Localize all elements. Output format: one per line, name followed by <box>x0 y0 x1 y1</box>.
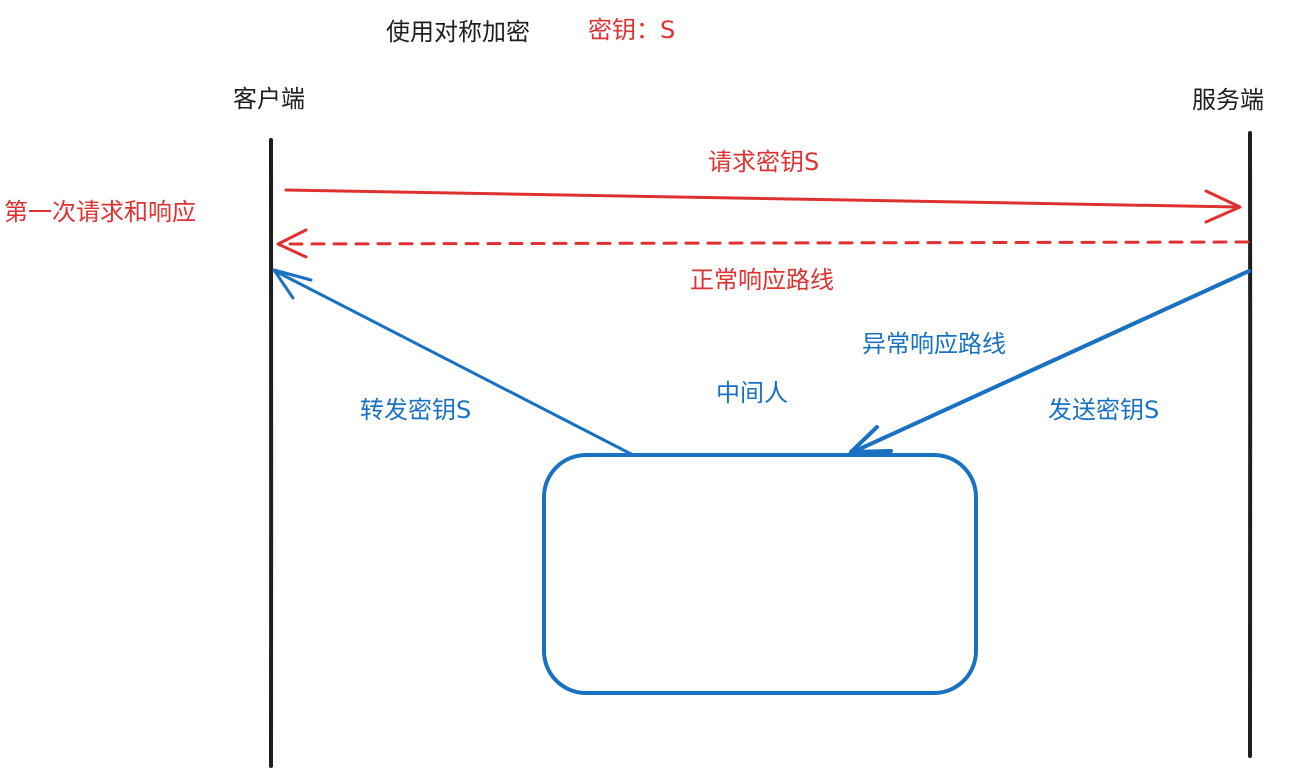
key-note: 密钥：S <box>588 16 676 44</box>
abnormal-response-label: 异常响应路线 <box>862 330 1006 358</box>
send-key-label: 发送密钥S <box>1048 396 1160 424</box>
client-lifeline <box>268 138 274 768</box>
mitm-box <box>542 453 978 695</box>
server-label: 服务端 <box>1192 86 1264 114</box>
abnormal-response-arrowhead <box>849 425 893 454</box>
request-arrowhead <box>1204 189 1242 224</box>
abnormal-response-arrow <box>851 269 1251 454</box>
normal-response-label: 正常响应路线 <box>690 266 834 294</box>
mitm-label: 中间人 <box>716 379 788 407</box>
forward-key-label: 转发密钥S <box>360 396 472 424</box>
request-key-label: 请求密钥S <box>708 148 820 176</box>
normal-response-arrowhead <box>276 228 308 259</box>
forward-key-arrowhead <box>272 268 313 300</box>
forward-key-arrow <box>275 270 635 457</box>
normal-response-arrow <box>278 240 1250 246</box>
client-label: 客户端 <box>233 85 305 113</box>
first-round-label: 第一次请求和响应 <box>4 198 196 226</box>
server-lifeline <box>1247 131 1253 758</box>
request-arrow <box>284 188 1240 209</box>
diagram-title: 使用对称加密 <box>386 18 530 46</box>
